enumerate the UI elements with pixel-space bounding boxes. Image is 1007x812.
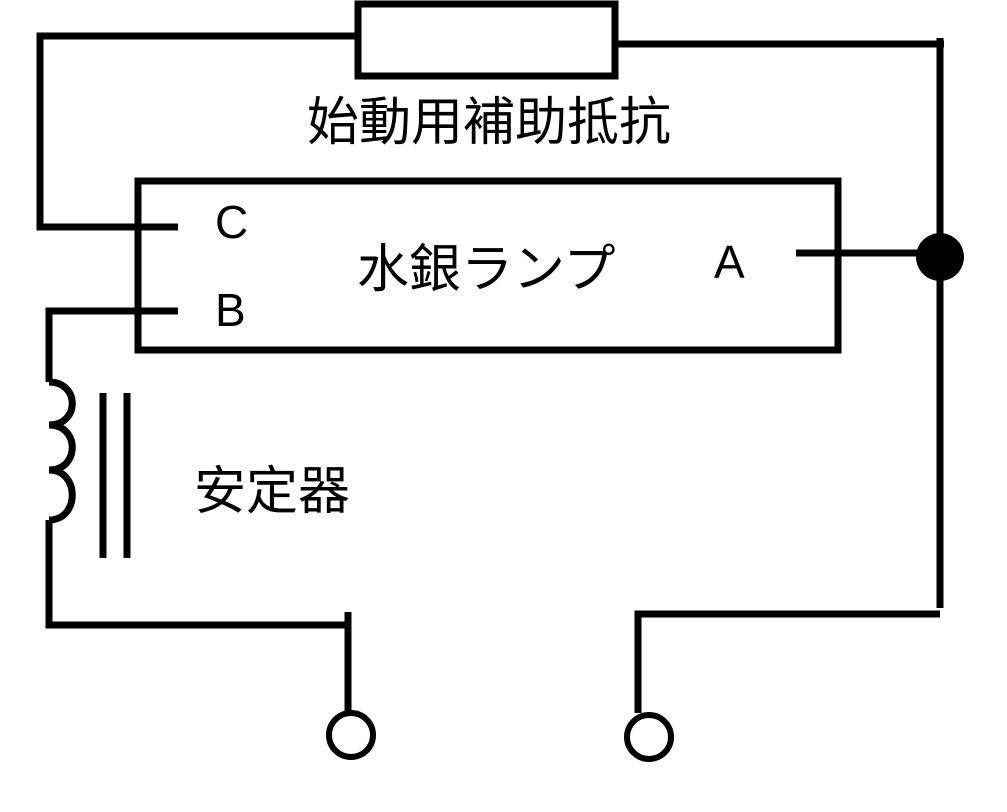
- auxiliary-resistor: [354, 0, 619, 80]
- mercury-lamp-label: 水銀ランプ: [357, 240, 615, 300]
- left-supply-terminal: [326, 710, 376, 760]
- junction-dot: [916, 233, 964, 281]
- right-supply-terminal: [624, 712, 674, 762]
- ballast-coil: [48, 378, 76, 524]
- wire-right-rail-to-right-terminal: [634, 610, 940, 713]
- wire-resistor-to-c: [36, 32, 358, 231]
- mercury-lamp: [134, 177, 842, 354]
- auxiliary-resistor-label: 始動用補助抵抗: [307, 93, 671, 153]
- terminal-a-label: A: [714, 236, 745, 288]
- terminal-c-label: C: [215, 196, 248, 248]
- ballast-label: 安定器: [194, 462, 350, 522]
- wire-ballast-to-left-terminal: [45, 520, 352, 712]
- terminal-b-label: B: [215, 284, 246, 336]
- wire-b-to-ballast: [45, 307, 178, 382]
